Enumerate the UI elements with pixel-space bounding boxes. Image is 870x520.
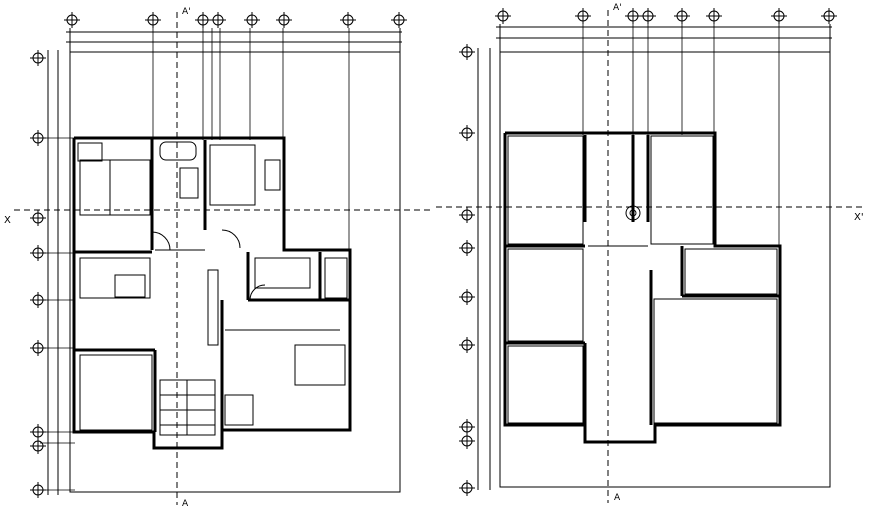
left-floor-plan	[14, 12, 430, 505]
left-top-dimension-lines	[66, 28, 402, 52]
right-floor-plan	[436, 8, 862, 503]
right-top-dimension-lines	[496, 24, 832, 52]
right-section-bottom-label: A	[614, 493, 621, 503]
left-interior-details	[77, 141, 348, 436]
left-top-grid-markers	[64, 12, 407, 28]
left-axis-x-label: X	[4, 215, 11, 226]
left-section-bottom-label: A	[182, 499, 189, 509]
left-side-grid-markers	[30, 50, 46, 498]
right-axis-x-label: X'	[854, 212, 864, 223]
right-side-dimension-lines	[477, 48, 491, 490]
right-section-axes	[436, 10, 862, 503]
right-walls	[503, 131, 782, 444]
left-sheet-frame	[69, 51, 401, 493]
left-side-dimension-lines	[47, 50, 59, 495]
left-section-top-label: A'	[182, 7, 191, 17]
left-section-axes	[14, 12, 430, 505]
right-side-grid-markers	[459, 44, 475, 496]
left-walls	[72, 136, 352, 450]
right-top-grid-markers	[495, 8, 837, 24]
right-section-top-label: A'	[613, 3, 622, 13]
right-sheet-frame	[499, 51, 831, 488]
left-vertical-grid	[152, 28, 350, 250]
right-vertical-grid	[582, 24, 780, 245]
right-interior-details	[507, 135, 778, 424]
